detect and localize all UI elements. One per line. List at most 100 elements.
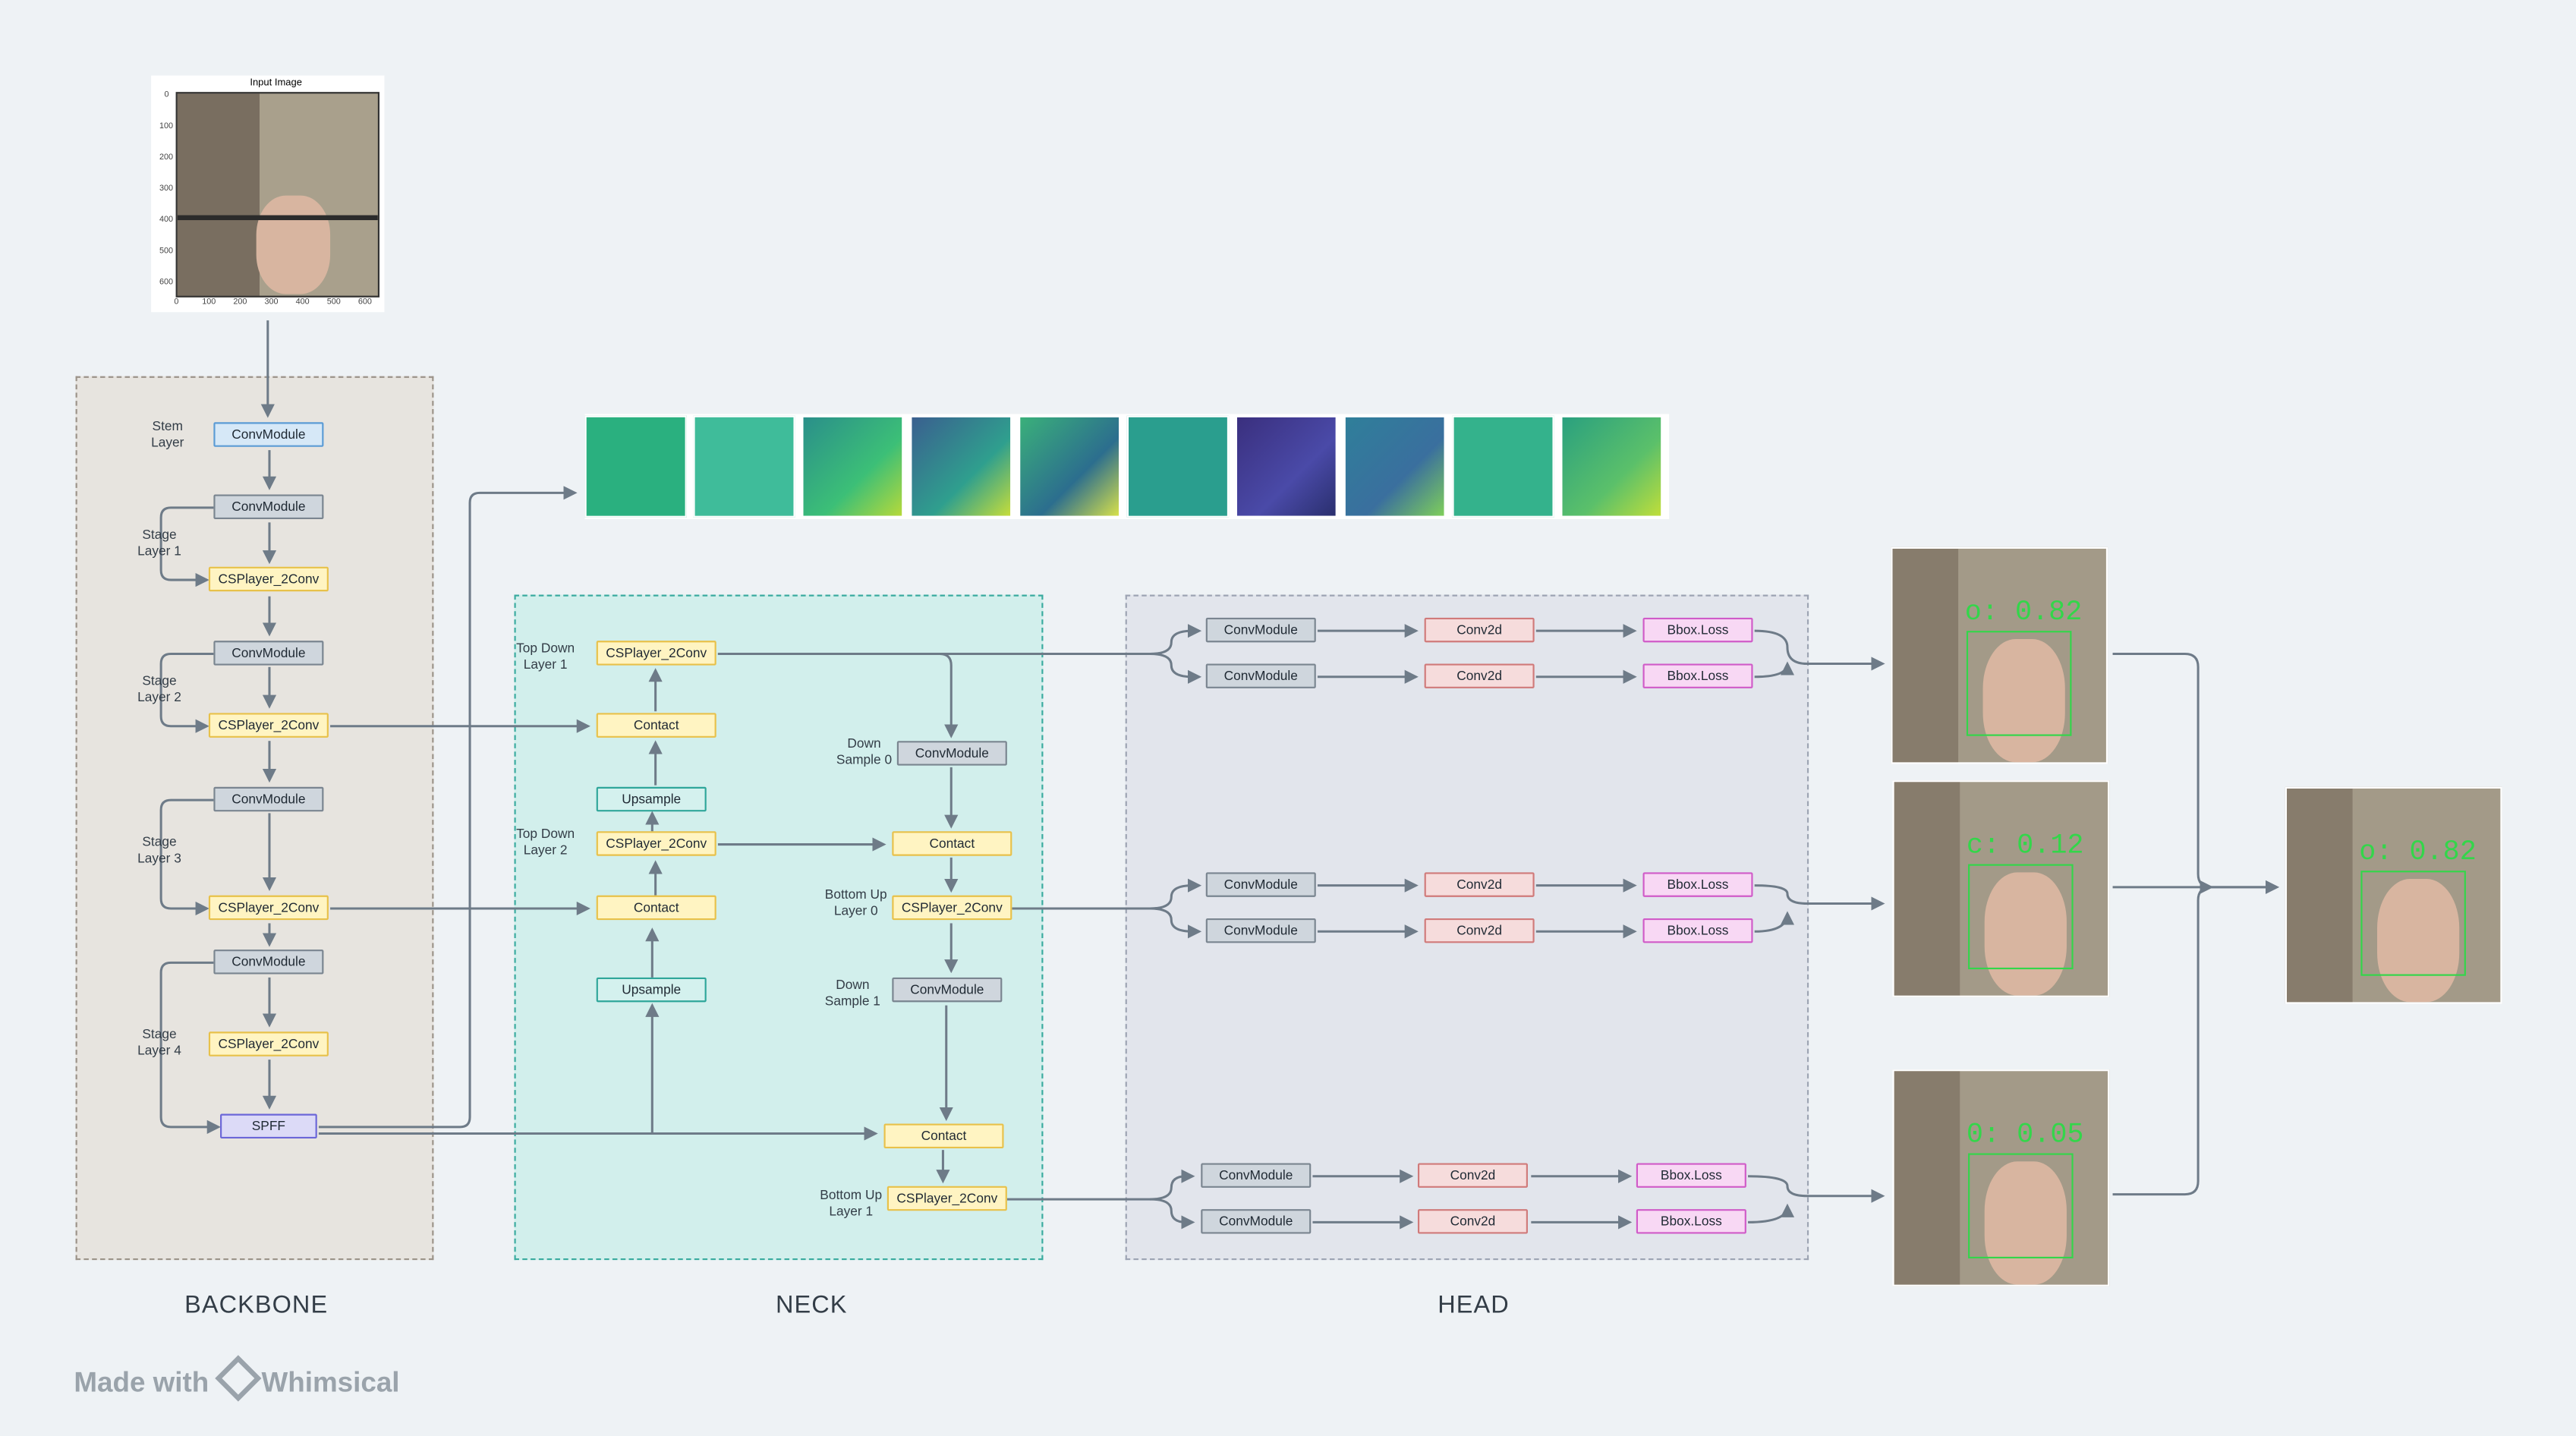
final-detection-box: [2360, 871, 2466, 976]
detection-box-2: [1968, 864, 2074, 970]
final-detection-label: o: 0.82: [2359, 837, 2477, 870]
ds1-convmodule: ConvModule: [892, 977, 1003, 1003]
detection-box-1: [1966, 631, 2072, 736]
detection-label-2: c: 0.12: [1966, 831, 2084, 863]
whimsical-brand-text: Whimsical: [261, 1366, 400, 1398]
detection-label-3: 0: 0.05: [1966, 1120, 2084, 1152]
down-sample-1-label: Down Sample 1: [824, 977, 880, 1009]
head1-bbox-loss-a: Bbox.Loss: [1642, 617, 1753, 643]
head-title: HEAD: [1438, 1291, 1510, 1320]
head3-bbox-loss-a: Bbox.Loss: [1636, 1163, 1746, 1188]
bu0-csplayer: CSPlayer_2Conv: [892, 895, 1012, 921]
stage3-convmodule: ConvModule: [213, 786, 324, 812]
ds0-convmodule: ConvModule: [896, 741, 1007, 766]
feature-map-10: [1560, 415, 1663, 518]
feature-map-4: [910, 415, 1012, 518]
backbone-region: [75, 376, 434, 1261]
y-tick-400: 400: [159, 215, 174, 225]
made-with-whimsical[interactable]: Made with Whimsical: [74, 1355, 400, 1402]
down-sample-0-label: Down Sample 0: [836, 735, 893, 767]
stage-layer-1-label: Stage Layer 1: [137, 527, 181, 559]
bu1-contact: Contact: [883, 1123, 1004, 1148]
td1-contact: Contact: [596, 713, 716, 738]
head2-convmodule-a: ConvModule: [1205, 872, 1316, 897]
stage1-csplayer: CSPlayer_2Conv: [208, 566, 329, 592]
td2-csplayer: CSPlayer_2Conv: [596, 831, 716, 856]
feature-map-7: [1235, 415, 1337, 518]
spff-node: SPFF: [220, 1113, 317, 1138]
td2-upsample: Upsample: [596, 977, 707, 1003]
feature-map-2: [693, 415, 795, 518]
feature-map-3: [801, 415, 904, 518]
stage-layer-4-label: Stage Layer 4: [137, 1026, 181, 1058]
head2-convmodule-b: ConvModule: [1205, 918, 1316, 943]
made-with-text: Made with: [74, 1366, 209, 1398]
stage2-convmodule: ConvModule: [213, 641, 324, 666]
y-tick-100: 100: [159, 121, 174, 132]
stage2-csplayer: CSPlayer_2Conv: [208, 713, 329, 738]
head1-convmodule-b: ConvModule: [1205, 663, 1316, 688]
stage-layer-3-label: Stage Layer 3: [137, 834, 181, 866]
td2-contact: Contact: [596, 895, 716, 921]
y-tick-0: 0: [164, 90, 169, 101]
detection-label-1: o: 0.82: [1964, 597, 2083, 630]
feature-maps-strip: [584, 414, 1670, 519]
bottom-up-layer-0-label: Bottom Up Layer 0: [824, 886, 887, 918]
head3-bbox-loss-b: Bbox.Loss: [1636, 1209, 1746, 1234]
y-tick-300: 300: [159, 184, 174, 194]
stem-convmodule: ConvModule: [213, 422, 324, 447]
head2-conv2d-a: Conv2d: [1424, 872, 1535, 897]
head1-convmodule-a: ConvModule: [1205, 617, 1316, 643]
y-tick-500: 500: [159, 246, 174, 257]
feature-map-9: [1452, 415, 1554, 518]
x-tick-500: 500: [326, 297, 341, 307]
feature-map-5: [1018, 415, 1121, 518]
head1-conv2d-a: Conv2d: [1424, 617, 1535, 643]
output-image-2: c: 0.12: [1892, 780, 2110, 997]
input-image-plot: Input Image 0 100 200 300 400 500 600 0 …: [151, 75, 385, 313]
td1-csplayer: CSPlayer_2Conv: [596, 641, 716, 666]
feature-map-6: [1126, 415, 1230, 518]
bu0-contact: Contact: [892, 831, 1012, 856]
head1-conv2d-b: Conv2d: [1424, 663, 1535, 688]
stem-layer-label: Stem Layer: [151, 418, 184, 451]
head2-bbox-loss-b: Bbox.Loss: [1642, 918, 1753, 943]
head3-conv2d-b: Conv2d: [1417, 1209, 1528, 1234]
head2-conv2d-b: Conv2d: [1424, 918, 1535, 943]
final-output-image: o: 0.82: [2285, 786, 2502, 1004]
x-tick-0: 0: [174, 297, 179, 307]
bottom-up-layer-1-label: Bottom Up Layer 1: [820, 1187, 883, 1220]
head2-bbox-loss-a: Bbox.Loss: [1642, 872, 1753, 897]
y-tick-600: 600: [159, 277, 174, 288]
top-down-layer-1-label: Top Down Layer 1: [516, 641, 575, 672]
input-image: [175, 92, 379, 298]
head1-bbox-loss-b: Bbox.Loss: [1642, 663, 1753, 688]
stage-layer-2-label: Stage Layer 2: [137, 673, 181, 705]
y-tick-200: 200: [159, 153, 174, 163]
stage4-convmodule: ConvModule: [213, 949, 324, 975]
head3-conv2d-a: Conv2d: [1417, 1163, 1528, 1188]
x-tick-100: 100: [202, 297, 216, 307]
head3-convmodule-b: ConvModule: [1201, 1209, 1312, 1234]
whimsical-logo-icon: [215, 1355, 262, 1402]
td1-upsample: Upsample: [596, 786, 707, 812]
neck-title: NECK: [775, 1291, 848, 1320]
detection-box-3: [1968, 1153, 2074, 1259]
x-tick-200: 200: [233, 297, 247, 307]
x-tick-600: 600: [357, 297, 372, 307]
stage3-csplayer: CSPlayer_2Conv: [208, 895, 329, 921]
bu1-csplayer: CSPlayer_2Conv: [886, 1186, 1007, 1211]
backbone-title: BACKBONE: [184, 1291, 329, 1320]
x-tick-300: 300: [264, 297, 279, 307]
neck-region: [514, 594, 1044, 1261]
top-down-layer-2-label: Top Down Layer 2: [516, 826, 575, 858]
feature-map-1: [584, 415, 687, 518]
head3-convmodule-a: ConvModule: [1201, 1163, 1312, 1188]
feature-map-8: [1343, 415, 1446, 518]
stage1-convmodule: ConvModule: [213, 494, 324, 519]
input-image-title: Input Image: [250, 78, 302, 89]
x-tick-400: 400: [295, 297, 310, 307]
output-image-1: o: 0.82: [1891, 546, 2108, 764]
